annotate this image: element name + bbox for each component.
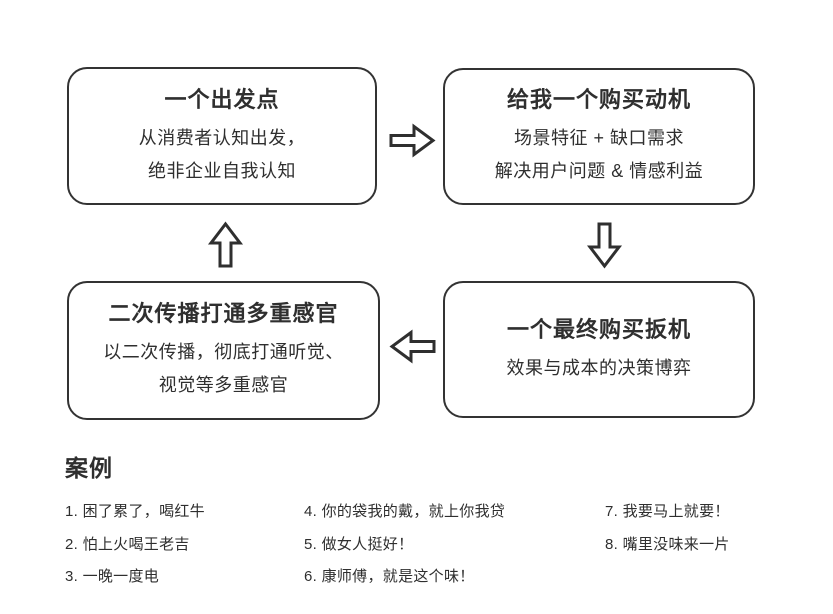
box-purchase-motive-line-2: 解决用户问题 & 情感利益 [494, 161, 704, 181]
box-purchase-motive: 给我一个购买动机 场景特征 + 缺口需求 解决用户问题 & 情感利益 [443, 68, 755, 205]
case-item-5: 5. 做女人挺好！ [304, 535, 414, 553]
box-secondary-spread-line-1: 以二次传播，彻底打通听觉、 [103, 342, 344, 362]
box-purchase-motive-line-1: 场景特征 + 缺口需求 [513, 128, 684, 148]
box-purchase-trigger-title: 一个最终购买扳机 [506, 316, 691, 342]
box-starting-point-line-2: 绝非企业自我认知 [148, 160, 296, 181]
left-arrow-icon [389, 329, 436, 364]
box-purchase-trigger-line-1: 效果与成本的决策博弈 [506, 357, 692, 378]
box-starting-point: 一个出发点 从消费者认知出发， 绝非企业自我认知 [67, 67, 377, 205]
down-arrow-icon [586, 222, 623, 269]
case-item-6: 6. 康师傅，就是这个味！ [304, 568, 475, 585]
case-item-2: 2. 怕上火喝王老吉 [65, 535, 190, 553]
box-secondary-spread-title: 二次传播打通多重感官 [108, 301, 339, 326]
cases-list: 1. 困了累了，喝红牛 2. 怕上火喝王老吉 3. 一晚一度电 4. 你的袋我的… [65, 496, 813, 594]
box-purchase-motive-title: 给我一个购买动机 [506, 87, 691, 112]
case-item-4: 4. 你的袋我的戴，就上你我贷 [304, 503, 506, 520]
right-arrow-icon [389, 123, 436, 158]
case-item-7: 7. 我要马上就要！ [605, 503, 730, 520]
box-secondary-spread-line-2: 视觉等多重感官 [158, 375, 289, 395]
cases-column-1: 1. 困了累了，喝红牛 2. 怕上火喝王老吉 3. 一晚一度电 [65, 496, 304, 594]
box-secondary-spread: 二次传播打通多重感官 以二次传播，彻底打通听觉、 视觉等多重感官 [67, 281, 380, 420]
cases-column-3: 7. 我要马上就要！ 8. 嘴里没味来一片 [605, 496, 813, 561]
case-item-8: 8. 嘴里没味来一片 [605, 535, 730, 553]
cases-column-2: 4. 你的袋我的戴，就上你我贷 5. 做女人挺好！ 6. 康师傅，就是这个味！ [304, 496, 605, 594]
box-starting-point-title: 一个出发点 [164, 86, 280, 112]
box-purchase-trigger: 一个最终购买扳机 效果与成本的决策博弈 [443, 281, 755, 418]
case-item-3: 3. 一晚一度电 [65, 568, 160, 585]
cases-heading: 案例 [65, 455, 113, 481]
up-arrow-icon [207, 221, 244, 268]
case-item-1: 1. 困了累了，喝红牛 [65, 503, 205, 520]
box-starting-point-line-1: 从消费者认知出发， [138, 127, 306, 148]
